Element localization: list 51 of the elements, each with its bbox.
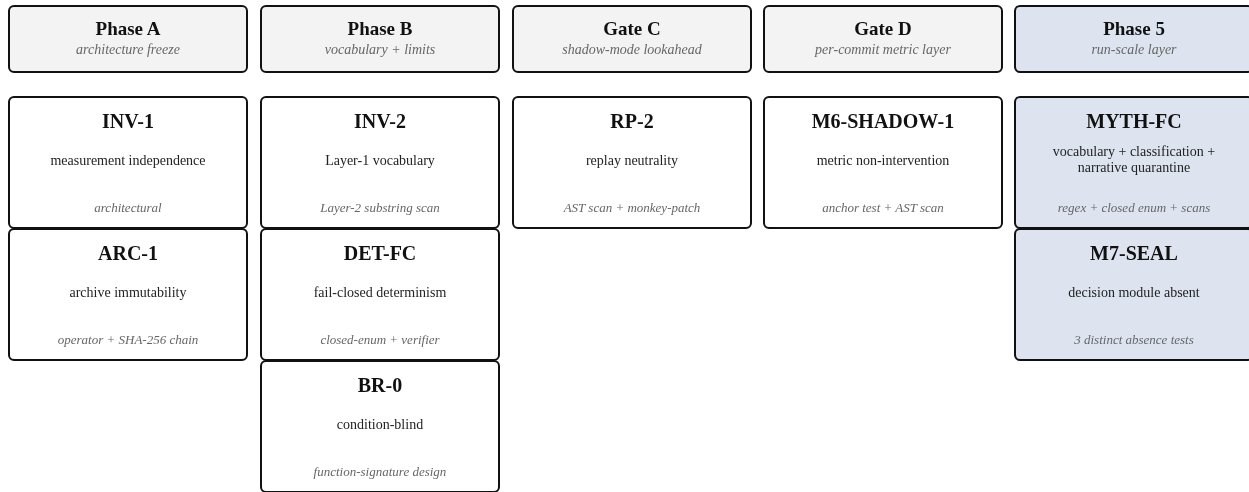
requirement-id: MYTH-FC <box>1086 110 1182 133</box>
requirement-card <box>8 96 248 229</box>
phase-subtitle: run-scale layer <box>1091 42 1177 58</box>
verification-method: architectural <box>94 200 162 216</box>
requirement-card <box>763 96 1003 229</box>
requirement-id: BR-0 <box>357 374 403 397</box>
requirement-description: condition-blind <box>336 417 424 433</box>
requirement-id: INV-2 <box>354 110 406 133</box>
phase-title: Phase 5 <box>1103 18 1165 40</box>
verification-method: operator + SHA-256 chain <box>57 332 199 348</box>
phase-title: Gate D <box>854 18 912 40</box>
phase-header <box>8 5 248 73</box>
phase-subtitle: architecture freeze <box>76 42 180 58</box>
requirement-card <box>512 96 752 229</box>
requirement-description: fail-closed determinism <box>313 285 447 301</box>
phase-title: Gate C <box>603 18 661 40</box>
verification-method: AST scan + monkey-patch <box>563 200 701 216</box>
requirement-description: archive immutability <box>69 285 187 301</box>
requirement-description: measurement independence <box>50 153 206 169</box>
requirement-description: Layer-1 vocabulary <box>325 153 435 169</box>
requirement-id: INV-1 <box>102 110 154 133</box>
requirement-description: decision module absent <box>1068 285 1200 301</box>
phase-header <box>763 5 1003 73</box>
phase-title: Phase B <box>347 18 413 40</box>
phase-header <box>260 5 500 73</box>
requirement-card <box>8 228 248 361</box>
requirement-id: ARC-1 <box>98 242 158 265</box>
requirement-description: replay neutrality <box>585 153 679 169</box>
requirement-id: RP-2 <box>610 110 654 133</box>
requirement-description: vocabulary + classification + narrative quarantine <box>1051 144 1217 176</box>
verification-method: Layer-2 substring scan <box>320 200 440 216</box>
verification-method: closed-enum + verifier <box>320 332 440 348</box>
phase-subtitle: per-commit metric layer <box>815 42 951 58</box>
phase-header <box>512 5 752 73</box>
phase-subtitle: shadow-mode lookahead <box>562 42 702 58</box>
requirement-id: M7-SEAL <box>1090 242 1178 265</box>
verification-method: anchor test + AST scan <box>822 200 944 216</box>
requirement-card <box>1014 228 1249 361</box>
verification-method: function-signature design <box>313 464 447 480</box>
requirement-id: DET-FC <box>343 242 417 265</box>
requirement-card <box>1014 96 1249 229</box>
phase-header <box>1014 5 1249 73</box>
requirement-card <box>260 360 500 492</box>
phase-title: Phase A <box>95 18 161 40</box>
verification-method: 3 distinct absence tests <box>1074 332 1194 348</box>
phase-subtitle: vocabulary + limits <box>324 42 436 58</box>
requirement-card <box>260 228 500 361</box>
verification-method: regex + closed enum + scans <box>1057 200 1211 216</box>
requirement-id: M6-SHADOW-1 <box>811 110 955 133</box>
requirement-description: metric non-intervention <box>816 153 950 169</box>
requirement-card <box>260 96 500 229</box>
